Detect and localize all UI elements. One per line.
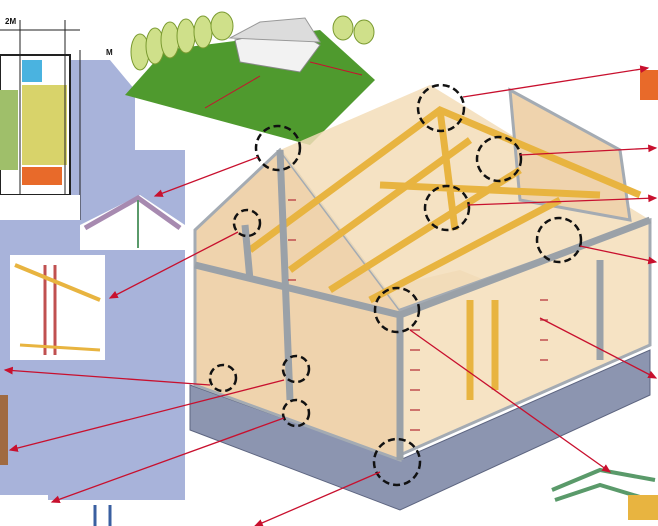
house-frame-illustration <box>189 85 652 511</box>
concrete-frame <box>194 149 652 460</box>
roof-trusses <box>247 105 642 400</box>
floor-plan <box>0 20 81 220</box>
ridge-detail <box>80 195 185 250</box>
back-gable <box>508 87 632 222</box>
site-lawn-illustration <box>125 11 375 145</box>
corner-details <box>0 70 658 526</box>
callout-arrows <box>3 65 658 526</box>
floor-plan-height-dimension: M <box>106 48 113 57</box>
detail-highlight-circles <box>208 83 583 487</box>
floor-plan-width-dimension: 2M <box>5 17 17 26</box>
column-detail <box>10 255 105 360</box>
